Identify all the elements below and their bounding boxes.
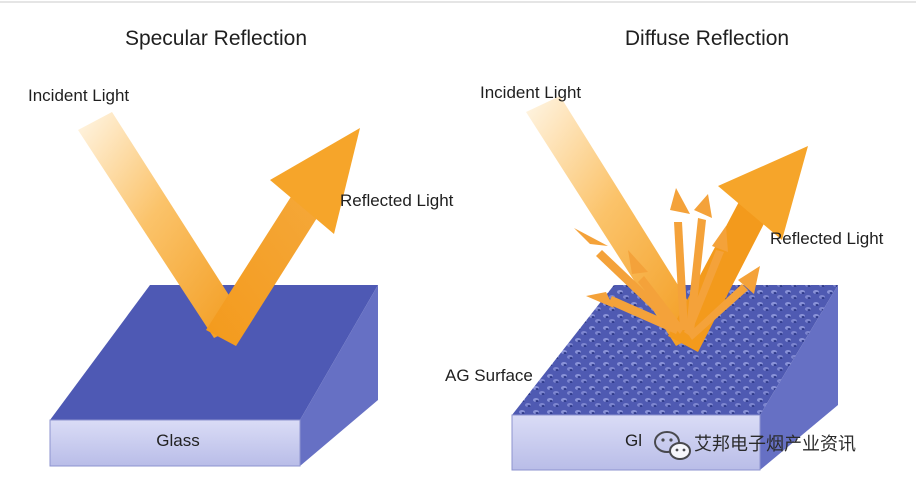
scatter-ray-5-head — [738, 266, 760, 294]
scatter-ray-1-head — [670, 188, 690, 214]
glass-block-left: Glass — [49, 285, 378, 467]
scatter-ray-5 — [688, 284, 748, 340]
ag-top-face — [512, 285, 838, 415]
scatter-ray-2-head — [694, 194, 712, 218]
diffuse-title: Diffuse Reflection — [625, 27, 789, 50]
reflected-arrow-left-head — [270, 128, 360, 234]
incident-label-left: Incident Light — [28, 86, 129, 105]
ag-block-right: Gl — [511, 285, 838, 471]
scatter-ray-7-head — [628, 250, 648, 274]
ag-surface-label: AG Surface — [445, 366, 533, 385]
ag-front-face — [511, 414, 761, 471]
scattered-rays — [574, 188, 760, 340]
watermark-text: 艾邦电子烟产业资讯 — [694, 434, 856, 455]
diffuse-panel: Diffuse Reflection Gl — [445, 27, 884, 471]
scatter-ray-7 — [638, 276, 684, 334]
scatter-ray-6 — [684, 250, 724, 336]
reflected-label-left: Reflected Light — [340, 191, 454, 210]
scatter-ray-1 — [674, 222, 688, 330]
watermark: 艾邦电子烟产业资讯 — [654, 431, 856, 460]
glass-front-face — [49, 419, 301, 467]
wechat-icon — [654, 431, 691, 460]
glass-label-left: Glass — [156, 431, 199, 450]
incident-arrow-left — [78, 112, 246, 338]
reflected-arrow-right-head — [718, 146, 808, 240]
scatter-ray-6-head — [712, 226, 728, 252]
incident-arrow-right — [526, 96, 706, 346]
specular-panel: Specular Reflection Glass Incident Light… — [28, 27, 454, 467]
scatter-ray-3 — [596, 250, 682, 332]
scatter-ray-2 — [686, 218, 706, 332]
reflected-label-right: Reflected Light — [770, 229, 884, 248]
scatter-ray-4-head — [586, 292, 614, 308]
scatter-ray-3-head — [574, 228, 608, 246]
glass-top-face — [50, 285, 378, 420]
ag-side-face — [760, 285, 838, 470]
specular-title: Specular Reflection — [125, 27, 307, 50]
glass-label-right: Gl — [625, 431, 642, 450]
incident-label-right: Incident Light — [480, 83, 581, 102]
reflected-arrow-left-shaft — [206, 192, 322, 346]
scatter-ray-4 — [608, 296, 680, 334]
glass-side-face — [300, 285, 378, 466]
